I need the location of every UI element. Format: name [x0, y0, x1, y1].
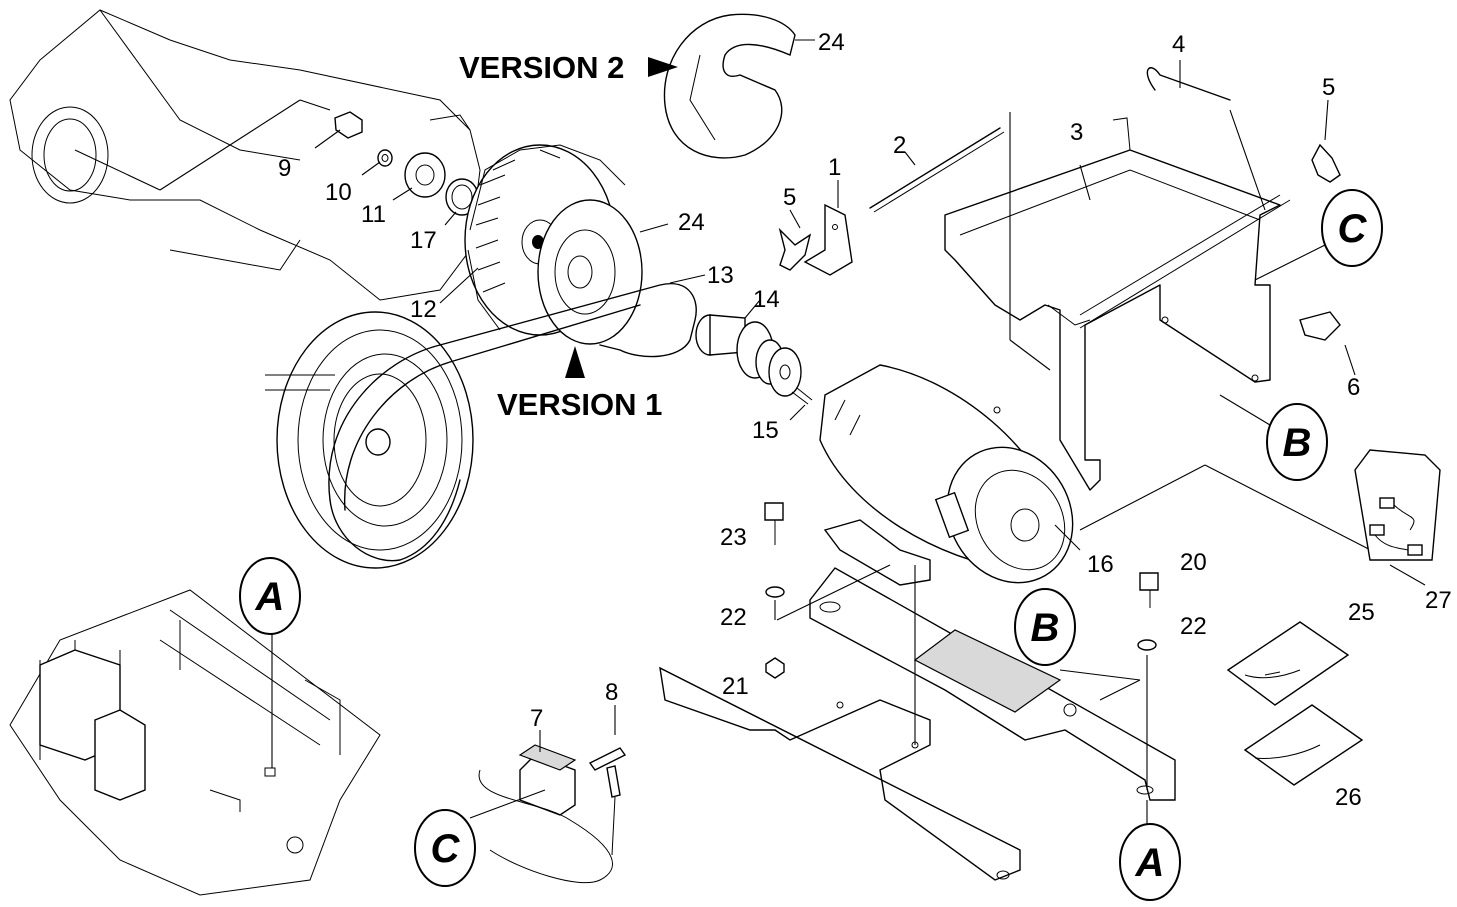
callout-5-right: 5	[1322, 74, 1335, 101]
version1-arrow	[565, 346, 585, 378]
callout-14: 14	[753, 286, 780, 313]
version2-label-group: VERSION 2	[459, 50, 678, 85]
callout-9: 9	[278, 155, 291, 182]
large-pulley	[265, 311, 474, 569]
callout-10: 10	[325, 179, 352, 206]
callout-12: 12	[410, 296, 437, 323]
callout-21: 21	[722, 673, 749, 700]
version1-label-group: VERSION 1	[497, 346, 662, 422]
screw	[588, 705, 627, 856]
connector-a-bottom: A	[1119, 800, 1181, 901]
callout-24-top: 24	[818, 29, 845, 56]
callout-6: 6	[1347, 374, 1360, 401]
spring-clip	[1146, 60, 1266, 211]
callout-26: 26	[1335, 784, 1362, 811]
brush-kit	[1354, 449, 1441, 586]
chassis-frame	[9, 589, 381, 896]
clip-bracket	[803, 180, 853, 276]
svg-text:B: B	[1031, 606, 1060, 650]
callout-3: 3	[1070, 119, 1083, 146]
version1-label: VERSION 1	[497, 387, 662, 422]
callout-20: 20	[1180, 549, 1207, 576]
callout-7: 7	[530, 705, 543, 732]
callout-24-disc: 24	[678, 209, 705, 236]
callout-numbers: 24 4 5 9 10 11 17 2 3 1 5 24 12 13 14 6 …	[278, 29, 1452, 811]
coupling	[695, 299, 802, 397]
hardware-stack	[314, 111, 479, 226]
parts-bag-25	[1226, 621, 1350, 706]
callout-1: 1	[828, 154, 841, 181]
callout-16: 16	[1087, 551, 1114, 578]
svg-text:B: B	[1283, 421, 1312, 465]
callout-4: 4	[1172, 31, 1185, 58]
drive-belt	[328, 274, 706, 562]
key-pin	[789, 387, 813, 421]
switch	[478, 730, 613, 884]
callout-2: 2	[893, 132, 906, 159]
version2-arrow	[648, 57, 678, 77]
callout-8: 8	[605, 679, 618, 706]
threaded-rod	[869, 127, 1005, 213]
fasteners	[764, 502, 1159, 790]
svg-text:A: A	[255, 575, 285, 619]
callout-13: 13	[707, 262, 734, 289]
callout-23: 23	[720, 524, 747, 551]
parts-bag-26	[1243, 704, 1364, 786]
callout-25: 25	[1348, 599, 1375, 626]
callout-27: 27	[1425, 587, 1452, 614]
callout-5-left: 5	[783, 184, 796, 211]
svg-text:C: C	[1338, 207, 1368, 251]
mounting-bracket	[944, 112, 1291, 491]
upper-housing	[9, 9, 481, 301]
connector-c-top-right: C	[1254, 189, 1383, 281]
wing-nut-left	[778, 209, 812, 271]
svg-text:C: C	[431, 827, 461, 871]
callout-22-right: 22	[1180, 613, 1207, 640]
svg-text:A: A	[1135, 841, 1165, 885]
pulley-disc	[537, 199, 669, 345]
motor	[819, 364, 1391, 586]
callout-11: 11	[361, 201, 386, 228]
callout-15: 15	[752, 417, 779, 444]
connector-c-bottom: C	[414, 789, 546, 887]
connector-b-right: B	[1219, 394, 1328, 481]
connector-b-center: B	[1014, 588, 1076, 666]
bolt	[1299, 311, 1356, 376]
version2-disc	[663, 13, 815, 159]
connector-a-left: A	[239, 557, 301, 635]
connector-badges: C B A B C A	[239, 189, 1383, 901]
wing-nut-right	[1311, 99, 1341, 183]
callout-17: 17	[410, 227, 437, 254]
version2-label: VERSION 2	[459, 50, 624, 85]
base-plate	[659, 666, 1021, 881]
motor-rail	[809, 567, 1176, 801]
callout-22-left: 22	[720, 604, 747, 631]
